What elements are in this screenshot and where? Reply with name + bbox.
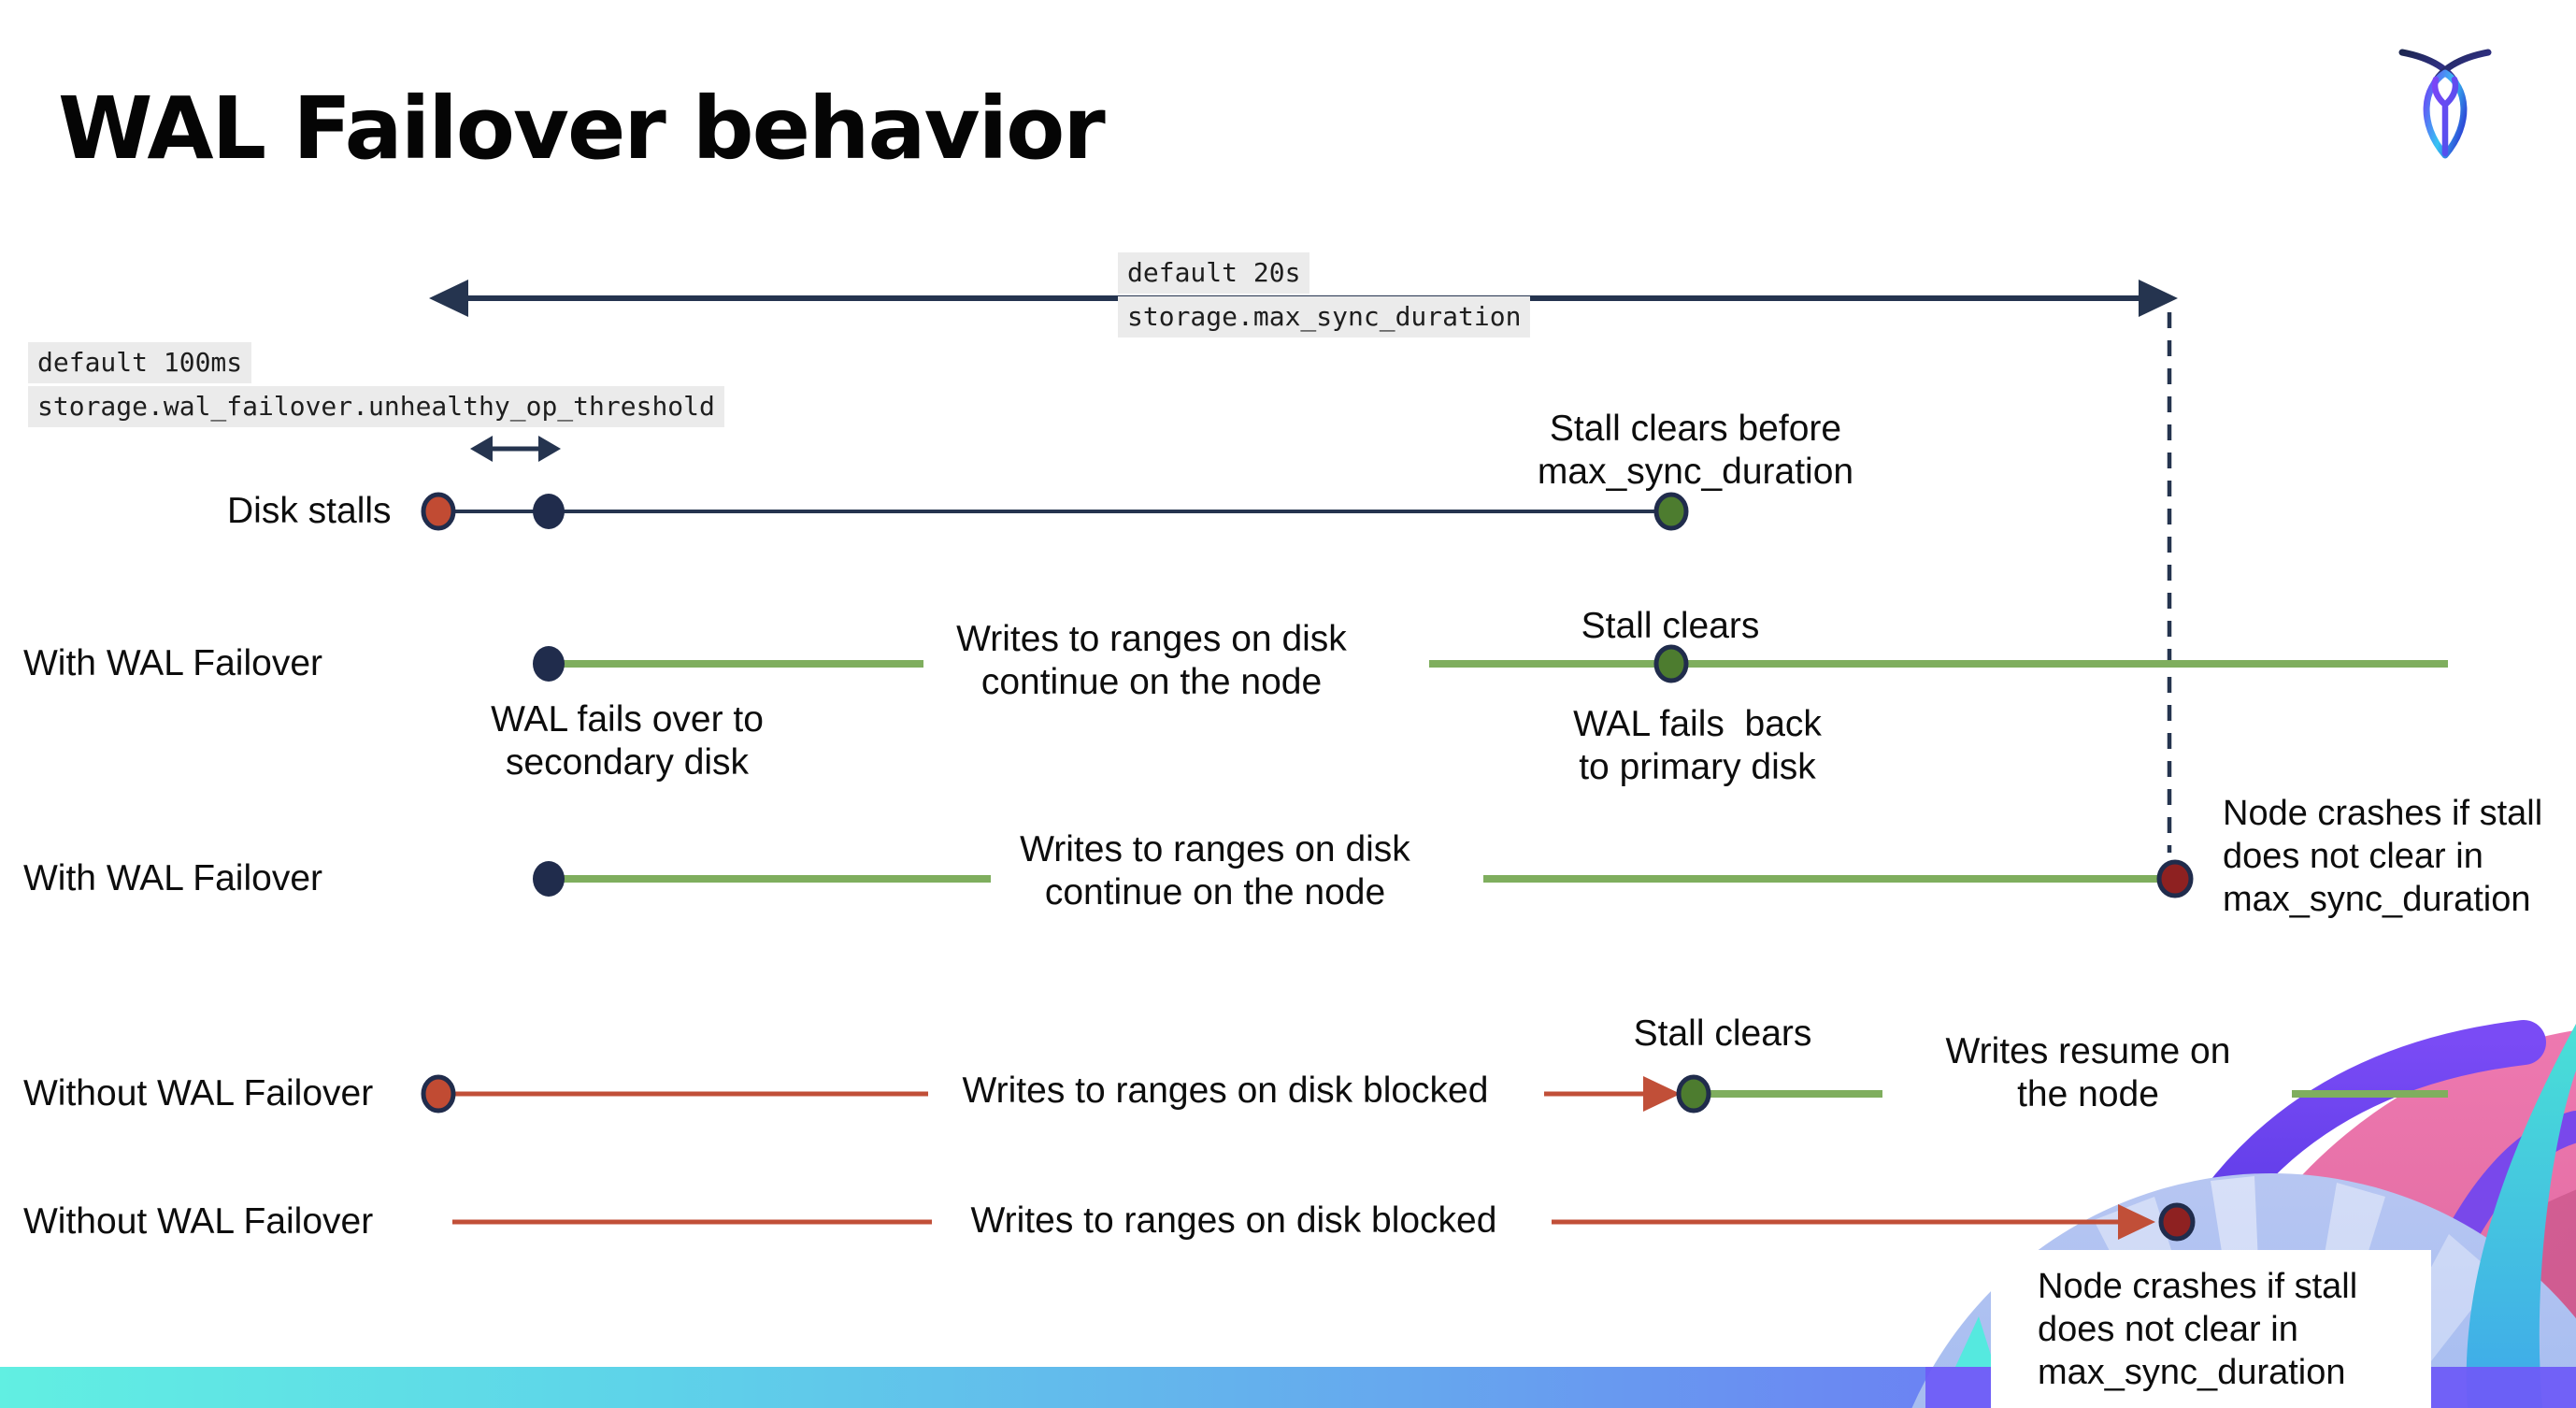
- annotation-node-crashes-2-box: Node crashes if stall does not clear in …: [1991, 1250, 2431, 1408]
- annotation-line: WAL fails back: [1573, 704, 1822, 744]
- annotation-line: Node crashes if stall: [2223, 794, 2543, 833]
- annotation-line: Writes to ranges on disk: [956, 619, 1347, 659]
- row-label-with-wal-failover-2: With WAL Failover: [23, 858, 322, 898]
- callout-line: storage.wal_failover.unhealthy_op_thresh…: [28, 386, 724, 427]
- annotation-writes-resume: Writes resume on the node: [1946, 1030, 2231, 1116]
- row-label-without-wal-failover-2: Without WAL Failover: [23, 1201, 374, 1242]
- callout-line: default 100ms: [28, 342, 252, 383]
- arrowhead-left-icon: [470, 436, 493, 462]
- callout-line: storage.max_sync_duration: [1118, 296, 1531, 338]
- callout-line: default 20s: [1118, 252, 1310, 294]
- annotation-line: does not clear in: [2223, 837, 2483, 876]
- page-title: WAL Failover behavior: [58, 78, 1106, 179]
- stall-clears-dot: [1653, 492, 1689, 531]
- annotation-node-crashes-1: Node crashes if stall does not clear in …: [2223, 792, 2542, 921]
- arrowhead-right-icon: [2139, 280, 2178, 317]
- stall-clears-dot: [1676, 1074, 1711, 1113]
- annotation-line: Node crashes if stall: [2038, 1267, 2358, 1306]
- callout-unhealthy-op-threshold: default 100ms storage.wal_failover.unhea…: [28, 342, 724, 430]
- threshold-dot: [533, 494, 565, 529]
- annotation-line: does not clear in: [2038, 1310, 2298, 1349]
- annotation-stall-clears-2: Stall clears: [1633, 1013, 1812, 1054]
- row-label-with-wal-failover-1: With WAL Failover: [23, 643, 322, 683]
- stall-start-dot: [421, 1074, 456, 1113]
- annotation-line: Stall clears before: [1549, 409, 1842, 449]
- arrowhead-right-icon: [538, 436, 561, 462]
- annotation-wal-fails-back: WAL fails back to primary disk: [1573, 703, 1822, 789]
- arrowhead-left-icon: [429, 280, 468, 317]
- annotation-line: Writes to ranges on disk: [1020, 829, 1410, 869]
- stall-clears-dot: [1653, 644, 1689, 683]
- node-crash-dot: [2156, 859, 2194, 898]
- annotation-writes-blocked-1: Writes to ranges on disk blocked: [962, 1070, 1489, 1111]
- annotation-line: max_sync_duration: [1537, 452, 1854, 492]
- row-label-without-wal-failover-1: Without WAL Failover: [23, 1073, 374, 1113]
- annotation-line: WAL fails over to: [491, 699, 764, 740]
- annotation-line: to primary disk: [1579, 747, 1816, 787]
- annotation-stall-clears-1: Stall clears: [1581, 606, 1760, 646]
- art-teal-blade: [2466, 1024, 2576, 1408]
- arrowhead-right-icon: [2118, 1204, 2155, 1240]
- annotation-writes-continue-2: Writes to ranges on disk continue on the…: [1020, 828, 1410, 914]
- row-label-disk-stalls: Disk stalls: [227, 491, 392, 531]
- annotation-writes-continue-1: Writes to ranges on disk continue on the…: [956, 618, 1347, 704]
- annotation-line: max_sync_duration: [2038, 1353, 2346, 1392]
- callout-max-sync-duration: default 20s storage.max_sync_duration: [1118, 252, 1531, 340]
- annotation-line: secondary disk: [505, 742, 750, 783]
- annotation-wal-fails-over: WAL fails over to secondary disk: [491, 698, 764, 784]
- stall-start-dot: [421, 492, 456, 531]
- annotation-stall-clears-before: Stall clears before max_sync_duration: [1538, 408, 1853, 494]
- node-crash-dot: [2158, 1202, 2196, 1242]
- annotation-line: Writes resume on: [1945, 1031, 2231, 1071]
- annotation-writes-blocked-2: Writes to ranges on disk blocked: [970, 1200, 1497, 1241]
- cockroachdb-logo-icon: [2398, 49, 2492, 159]
- failover-dot: [533, 646, 565, 682]
- annotation-line: continue on the node: [980, 662, 1323, 702]
- failover-dot: [533, 861, 565, 897]
- annotation-line: the node: [2017, 1074, 2159, 1114]
- arrowhead-right-icon: [1643, 1076, 1681, 1112]
- annotation-line: continue on the node: [1044, 872, 1386, 912]
- art-cyan-spike: [1955, 1316, 1995, 1367]
- annotation-line: max_sync_duration: [2223, 880, 2531, 919]
